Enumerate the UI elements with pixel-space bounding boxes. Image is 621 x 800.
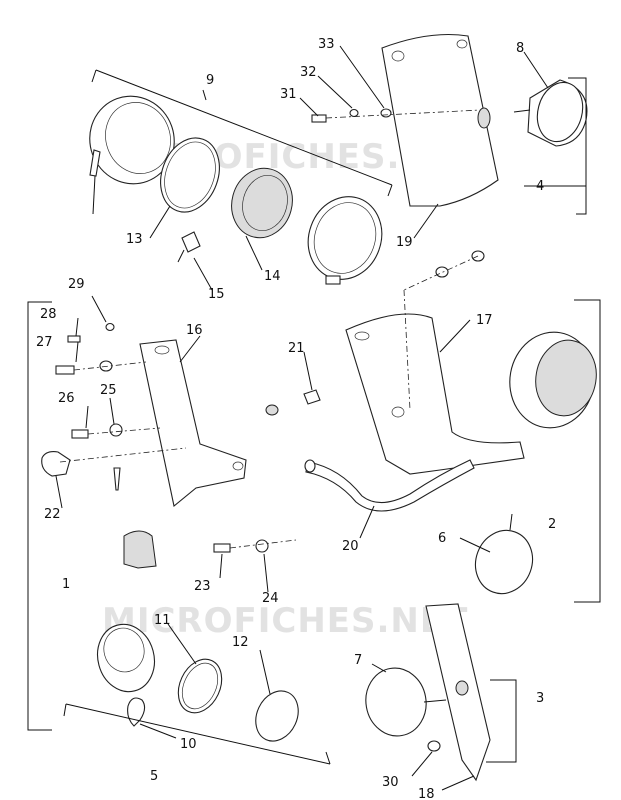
screw-icon [113,467,121,491]
callout-17: 17 [476,313,493,328]
signal-stay-icon [425,603,491,782]
callout-25: 25 [100,383,117,398]
callout-labels: 8 33 32 31 9 4 13 14 15 19 17 16 21 29 2… [36,37,556,800]
right-headlight-icon [509,331,597,429]
callout-28: 28 [40,307,57,322]
turn-signal-icon [513,79,588,147]
center-bracket-icon [345,313,525,475]
lower-headlight-shell-icon [97,623,155,693]
callout-26: 26 [58,391,75,406]
callout-14: 14 [264,269,281,284]
lower-washer-icon [427,740,441,752]
lens-icon [231,167,293,239]
callout-1: 1 [62,577,70,592]
callout-7: 7 [354,653,362,668]
plug-icon [303,389,321,405]
rear-signal-icon [474,513,534,595]
clamp-icon [41,451,71,477]
callout-3: 3 [536,691,544,706]
callout-2: 2 [548,517,556,532]
bolt-icon [311,114,327,123]
callout-23: 23 [194,579,211,594]
socket-icon [123,530,157,569]
callout-12: 12 [232,635,249,650]
lower-lens-icon [255,690,299,742]
callout-24: 24 [262,591,279,606]
callout-27: 27 [36,335,53,350]
bolt-icon-left [55,335,231,553]
group-bracket-5 [65,703,331,765]
group-bracket-4 [568,77,587,215]
nut-icon [265,250,485,416]
left-bracket-icon [139,339,247,507]
callout-22: 22 [44,507,61,522]
callout-30: 30 [382,775,399,790]
callout-13: 13 [126,232,143,247]
washer-icon [349,108,392,118]
callout-9: 9 [206,73,214,88]
callout-32: 32 [300,65,317,80]
watermark-bottom: MICROFICHES.NET [102,601,468,641]
group-bracket-2 [574,299,601,603]
group-bracket-9 [95,69,393,186]
bezel-rim-icon [307,196,383,285]
callout-16: 16 [186,323,203,338]
callout-15: 15 [208,287,225,302]
lower-signal-icon [365,667,447,737]
bulb-socket-icon [177,231,201,263]
mounting-plate-icon [381,34,499,207]
callout-10: 10 [180,737,197,752]
callout-11: 11 [154,613,171,628]
callout-5: 5 [150,769,158,784]
lens-ring-icon [160,137,220,213]
leader-lines [55,45,556,791]
group-bracket-1 [27,301,52,731]
callout-31: 31 [280,87,297,102]
callout-18: 18 [418,787,435,800]
callout-33: 33 [318,37,335,52]
headlight-shell-icon [89,95,175,215]
lower-lens-ring-icon [177,658,223,714]
callout-21: 21 [288,341,305,356]
callout-19: 19 [396,235,413,250]
handlebar-bar-icon [304,459,475,512]
callout-20: 20 [342,539,359,554]
callout-6: 6 [438,531,446,546]
group-bracket-3 [486,679,517,763]
callout-8: 8 [516,41,524,56]
washer-icon-left [99,322,269,553]
callout-4: 4 [536,179,544,194]
callout-29: 29 [68,277,85,292]
bulb-icon [127,697,146,727]
